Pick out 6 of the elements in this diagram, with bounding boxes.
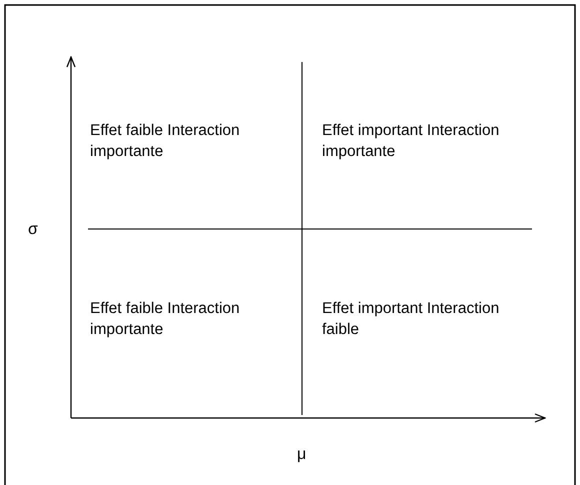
- quadrant-label: Effet important Interaction faible: [322, 299, 500, 340]
- axis-label: σ: [28, 221, 38, 239]
- quadrant-label: Effet faible Interaction importante: [90, 121, 241, 162]
- quadrant-label: Effet faible Interaction importante: [90, 299, 241, 340]
- axis-label: μ: [297, 446, 306, 464]
- quadrant-label: Effet important Interaction importante: [322, 121, 500, 162]
